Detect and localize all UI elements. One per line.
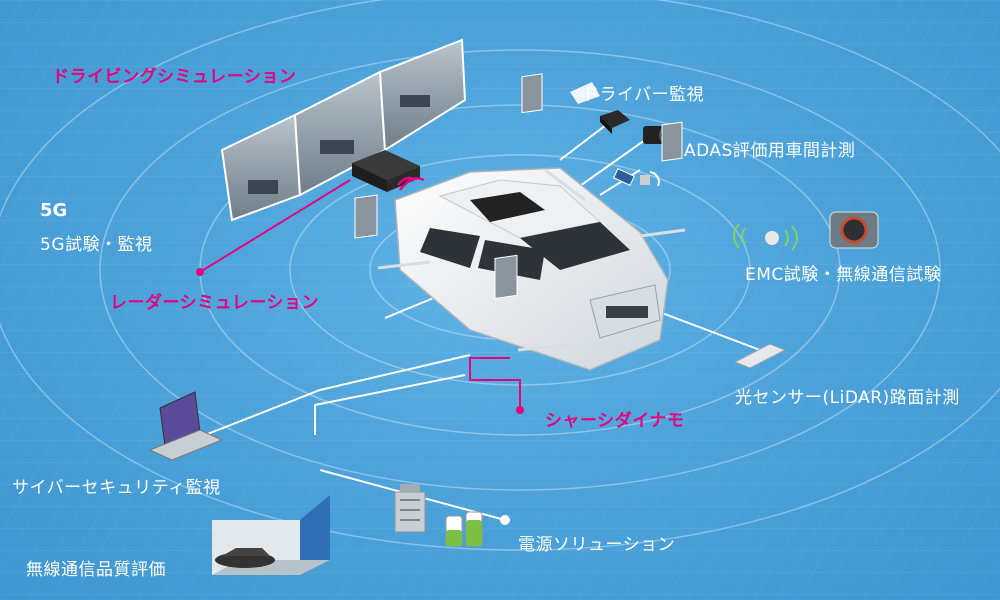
label-radar-simulation: レーダーシミュレーション bbox=[110, 293, 319, 313]
accent-lines bbox=[199, 179, 521, 408]
label-5g-test: 5G試験・監視 bbox=[40, 235, 153, 255]
anechoic-chamber-icon bbox=[212, 495, 330, 575]
label-driver-monitoring: ドライバー監視 bbox=[582, 85, 705, 105]
radar-line-dot bbox=[196, 268, 204, 276]
label-power-solution: 電源ソリューション bbox=[518, 535, 676, 555]
label-wireless-quality: 無線通信品質評価 bbox=[26, 560, 166, 580]
antenna-icon bbox=[733, 223, 798, 251]
transformer-icon bbox=[394, 484, 426, 533]
label-lidar-measurement: 光センサー(LiDAR)路面計測 bbox=[735, 388, 960, 408]
lidar-sensor-icon bbox=[733, 343, 787, 369]
label-chassis-dynamo: シャーシダイナモ bbox=[545, 411, 685, 431]
satellite-icon bbox=[613, 168, 660, 187]
label-emc-test: EMC試験・無線通信試験 bbox=[745, 265, 942, 285]
car-on-test-rig-icon bbox=[354, 73, 686, 371]
battery-icon bbox=[445, 511, 483, 547]
emc-chamber-icon bbox=[829, 211, 879, 249]
driver-camera-icon bbox=[570, 82, 630, 134]
power-line-dot bbox=[500, 515, 510, 525]
label-cyber-security: サイバーセキュリティ監視 bbox=[12, 478, 221, 498]
label-driving-simulation: ドライビングシミュレーション bbox=[52, 67, 297, 87]
radar-box-icon bbox=[352, 150, 425, 192]
fiveg-icon: 5G bbox=[40, 200, 68, 221]
driving-simulator-screens-icon bbox=[220, 38, 467, 222]
laptop-icon bbox=[148, 391, 224, 461]
chassis-line-dot bbox=[516, 406, 524, 414]
label-adas-measurement: ADAS評価用車間計測 bbox=[684, 141, 856, 161]
